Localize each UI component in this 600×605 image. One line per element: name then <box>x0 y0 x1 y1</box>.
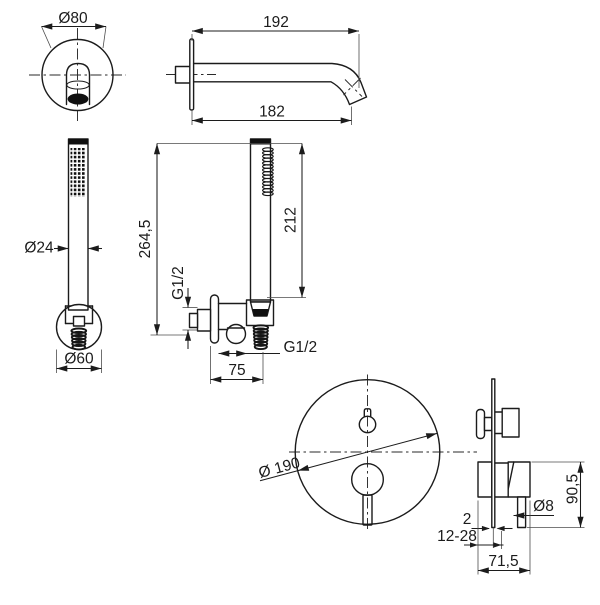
dim-spout-length: 182 <box>259 104 285 121</box>
handle-cap <box>68 139 88 145</box>
diverter-stem <box>363 408 372 418</box>
spout-outlet-body <box>65 62 91 106</box>
holder-clip <box>64 305 94 327</box>
hose-nut <box>225 323 247 345</box>
dim-plate-thickness: 2 <box>463 511 472 528</box>
diverter-body-outer <box>501 407 520 438</box>
dim-lever-diameter: Ø8 <box>533 498 554 515</box>
dim-wall-to-hose-offset: 75 <box>228 362 245 379</box>
arrow-plate-left <box>481 525 490 532</box>
dim-handshower-handle-height: 212 <box>283 207 300 233</box>
valve-body-left <box>477 461 493 498</box>
wall-thread-end <box>188 312 199 329</box>
lever-rod <box>516 496 527 529</box>
dim-spout-total-length: 192 <box>263 14 289 31</box>
spout-outlet-opening <box>67 93 89 105</box>
spout-tube <box>192 62 368 106</box>
wall-connector <box>174 65 191 84</box>
dim-handshower-diameter: Ø24 <box>24 240 54 257</box>
hand-shower-side-view: 264,5 212 G1/2 G1/2 75 <box>137 138 318 384</box>
dim-handshower-total-height: 264,5 <box>137 220 154 259</box>
spout-side-view: 192 182 <box>166 14 368 125</box>
hose-spring <box>70 327 88 351</box>
diverter-flange <box>475 408 486 440</box>
handle-nozzle-face <box>252 309 269 316</box>
dim-valve-height: 90,5 <box>565 474 582 504</box>
arrow-range-max <box>493 542 502 548</box>
handle-cap <box>250 139 271 145</box>
dim-holder-diameter: Ø60 <box>64 351 94 368</box>
diverter-body-inner <box>494 411 503 435</box>
label-hose-thread: G1/2 <box>284 339 318 356</box>
handle-lever <box>362 494 373 526</box>
dim-valve-depth: 71,5 <box>488 553 518 570</box>
flange-circle <box>41 38 114 112</box>
spout-front-view: Ø80 <box>29 10 126 122</box>
hand-shower-front-view: Ø24 Ø60 <box>24 138 103 373</box>
wall-escutcheon <box>209 294 220 344</box>
arrow-plate-right <box>496 525 505 532</box>
spout-outlet-rim <box>66 80 90 90</box>
mixer-side-view: 90,5 Ø8 2 12-28 71,5 <box>437 378 585 575</box>
spray-texture <box>70 148 86 197</box>
diverter-knob-circle <box>358 415 377 434</box>
valve-handle-body <box>507 461 531 498</box>
bend-centerline-2 <box>343 77 361 96</box>
dim-line-190 <box>297 432 438 472</box>
valve-body-mid <box>494 462 509 498</box>
label-wall-thread: G1/2 <box>170 266 187 300</box>
trim-plate-edge <box>491 378 496 529</box>
arrow-range-min <box>470 542 478 548</box>
handle-rib-texture <box>262 147 274 197</box>
wall-thread-nipple <box>196 308 212 332</box>
diverter-neck <box>483 416 493 432</box>
dim-wall-depth-range: 12-28 <box>437 528 477 545</box>
hose-spring <box>252 324 270 351</box>
bend-centerline <box>344 79 363 97</box>
dim-spout-flange-diameter: Ø80 <box>58 10 88 27</box>
valve-handle-contour <box>507 461 515 490</box>
